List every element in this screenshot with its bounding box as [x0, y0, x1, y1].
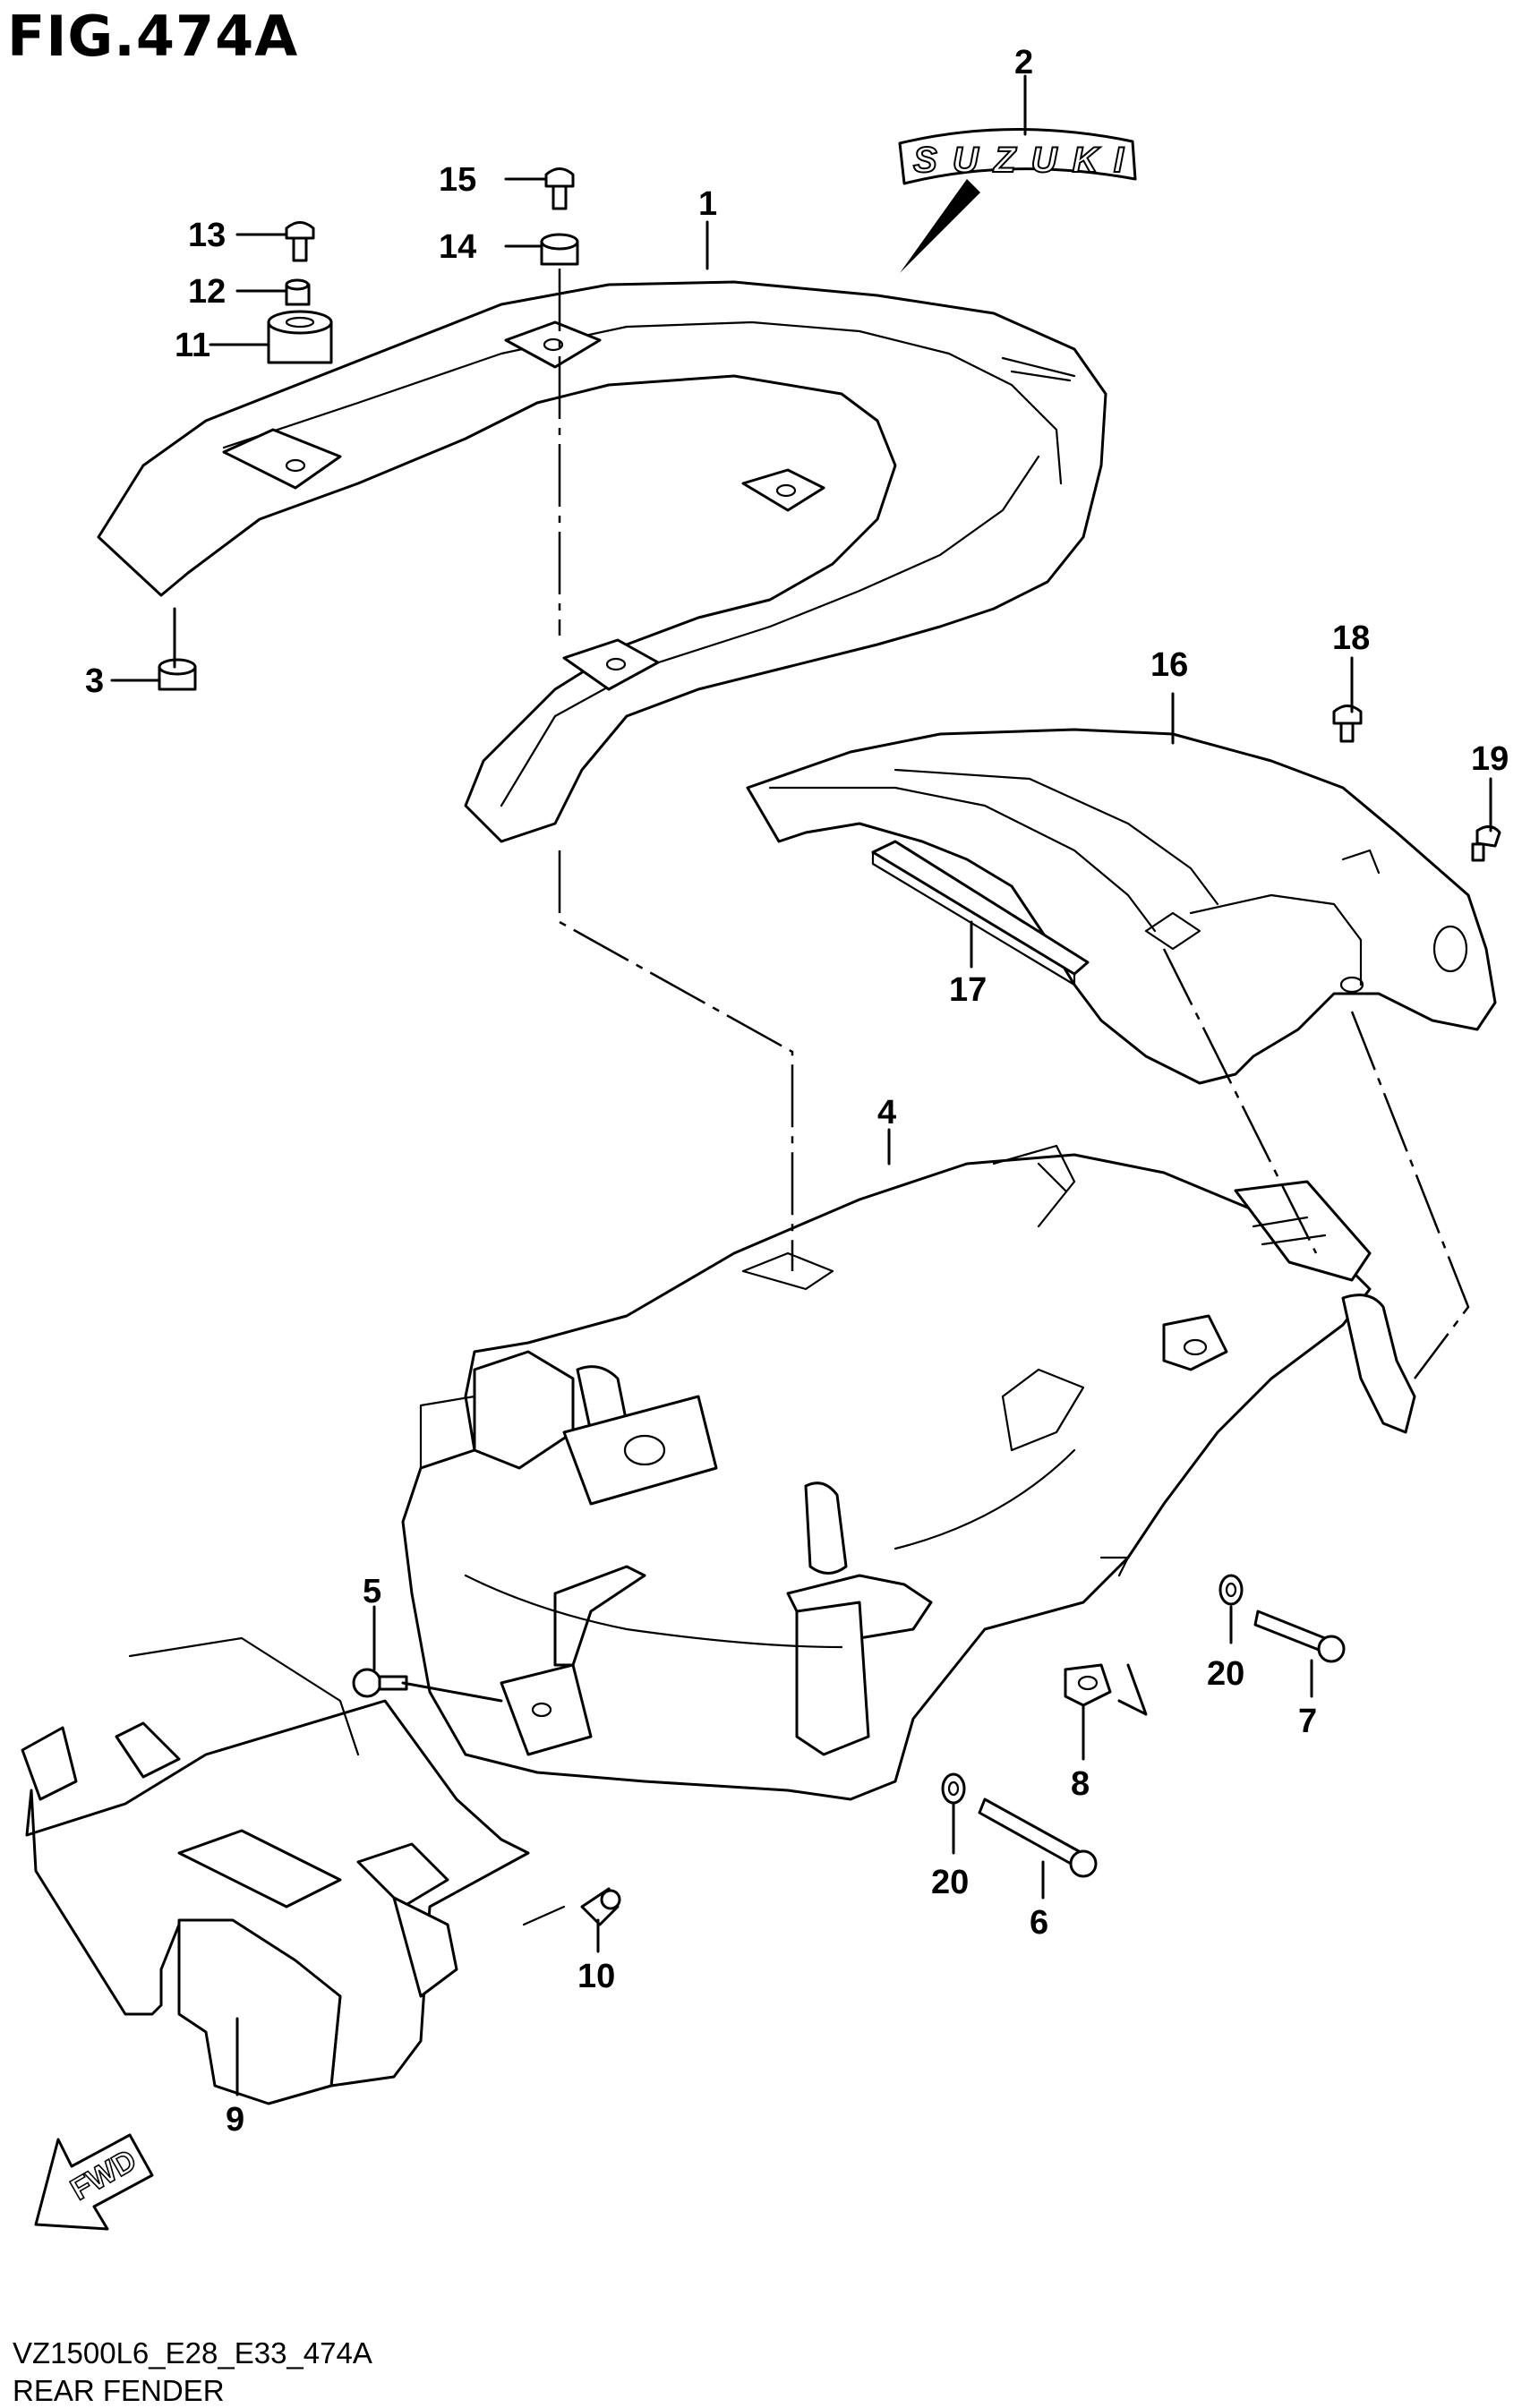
callout-1: 1	[698, 185, 717, 223]
part-16-rear-fender-upper	[746, 728, 1497, 1085]
callout-20b: 20	[931, 1864, 969, 1901]
callout-6: 6	[1030, 1904, 1048, 1942]
callout-17: 17	[949, 971, 987, 1009]
callout-19: 19	[1471, 740, 1509, 778]
callout-labels: 1 2 3 4 5 6 7 8 9 10 11 12 13 14 15 16 1…	[85, 44, 1509, 2139]
callout-14: 14	[439, 228, 476, 266]
callout-4: 4	[877, 1094, 896, 1131]
callout-12: 12	[188, 273, 226, 311]
callout-9: 9	[226, 2101, 244, 2139]
callout-11: 11	[175, 327, 210, 364]
callout-2: 2	[1014, 44, 1033, 81]
figure-title: FIG.474A	[7, 4, 299, 69]
callout-16: 16	[1150, 646, 1188, 684]
part-17-seal	[871, 840, 1090, 986]
fwd-arrow: FWD	[34, 2133, 154, 2231]
part-4-rear-fender	[401, 1144, 1416, 1801]
part-2-emblem: SUZUKI	[898, 127, 1137, 273]
figure-name: REAR FENDER	[13, 2374, 225, 2407]
callout-15: 15	[439, 161, 476, 199]
callout-7: 7	[1298, 1703, 1317, 1740]
callout-5: 5	[363, 1573, 381, 1610]
alignment-lines	[558, 269, 1470, 1379]
part-9-mudguard	[21, 1636, 530, 2105]
callout-18: 18	[1332, 619, 1370, 657]
hardware-parts	[158, 167, 1501, 1926]
callout-10: 10	[577, 1958, 615, 1995]
callout-8: 8	[1071, 1765, 1090, 1803]
callout-13: 13	[188, 217, 226, 254]
model-code: VZ1500L6_E28_E33_474A	[13, 2336, 372, 2370]
callout-20a: 20	[1207, 1655, 1244, 1693]
part-1-seat-cowl	[97, 280, 1107, 843]
leader-lines	[110, 74, 1492, 2096]
callout-3: 3	[85, 662, 104, 700]
